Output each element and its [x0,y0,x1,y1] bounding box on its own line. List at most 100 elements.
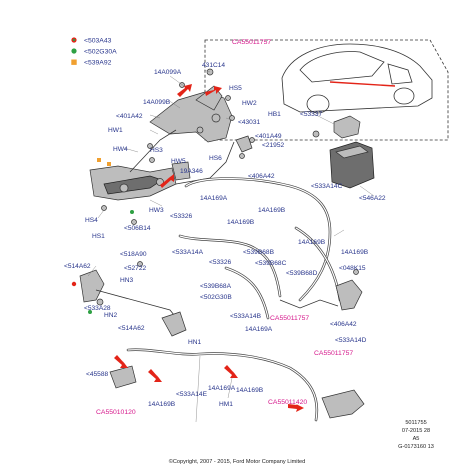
hydraulic-lines [126,177,342,422]
orange-square-icon [107,162,111,166]
label-14a169a-mid[interactable]: 14A169A [245,326,273,333]
label-539b68c[interactable]: <539B68C [255,260,287,267]
label-14a169b-f[interactable]: 14A169B [236,387,264,394]
label-hw3[interactable]: HW3 [149,207,164,214]
label-533a14b[interactable]: <533A14B [230,313,262,320]
red-dot-icon [71,281,77,287]
green-dot-icon [71,48,77,54]
label-533a14e[interactable]: <533A14E [176,391,208,398]
label-14a169b-c[interactable]: 14A169B [298,239,326,246]
bolt [353,269,359,275]
label-401a42[interactable]: <401A42 [116,113,143,120]
cylinder-assembly-left [71,261,187,389]
callout-ca55011757[interactable]: CA55011757 [270,315,309,322]
legend-label: <503A43 [84,38,112,45]
cylinder-45588 [109,365,137,389]
inset-frame [204,39,449,141]
label-533a14c[interactable]: <533A14C [311,183,343,190]
pump-top [335,145,369,159]
label-533a28[interactable]: <533A28 [84,305,111,312]
label-431c14[interactable]: 431C14 [202,62,225,69]
label-53326-mid[interactable]: <53326 [209,259,232,266]
bolt [239,153,245,159]
car-body [281,43,433,113]
label-514a62-bot[interactable]: <514A62 [118,325,145,332]
arrow-icon [288,404,304,412]
label-hn1[interactable]: HN1 [188,339,202,346]
label-14a099b[interactable]: 14A099B [143,99,171,106]
cylinder-assembly-right [321,269,365,419]
label-14a169b-b[interactable]: 14A169B [227,219,255,226]
label-hw4[interactable]: HW4 [113,146,128,153]
label-518a90[interactable]: <518A90 [120,251,147,258]
callout-ca55011420[interactable]: CA55011420 [268,399,307,406]
label-hn3[interactable]: HN3 [120,277,134,284]
green-dot-icon [130,210,134,214]
drawing-code: 5011755 [405,420,426,426]
label-514a62-top[interactable]: <514A62 [64,263,91,270]
bolt [101,205,107,211]
label-hs6[interactable]: HS6 [209,155,222,162]
label-14a099a[interactable]: 14A099A [154,69,182,76]
part-labels: 431C14 14A099A HS5 14A099B HW2 <401A42 H… [64,62,386,408]
label-21952[interactable]: <21952 [262,142,285,149]
car-wheel-front [306,94,330,114]
cylinder-mount [79,269,105,303]
label-53337[interactable]: <53337 [300,111,323,118]
label-14a169b-e[interactable]: 14A169B [148,401,176,408]
legend-item-503a43: <503A43 [71,37,112,45]
linkage-arm [103,175,163,195]
red-arrows [114,84,304,412]
label-14a169b-d[interactable]: 14A169B [341,249,369,256]
orange-square-icon [71,59,77,65]
label-hw1[interactable]: HW1 [108,127,123,134]
label-539b68a[interactable]: <539B68A [200,283,232,290]
label-502g30b[interactable]: <502G30B [200,294,232,301]
legend-label: <539A92 [84,60,112,67]
arrow-icon [177,84,192,97]
bolt [312,130,320,138]
arrow-icon [114,355,128,368]
bolt [149,157,155,163]
hinge-arm [175,141,235,185]
label-45588[interactable]: <45588 [86,371,109,378]
bolt [249,137,255,143]
label-546a22[interactable]: <546A22 [359,195,386,202]
label-52722[interactable]: <52722 [124,265,147,272]
label-hw2[interactable]: HW2 [242,100,257,107]
label-533a14a[interactable]: <533A14A [172,249,204,256]
green-dot-icon [88,310,92,314]
callout-ca55011757[interactable]: CA55011757 [314,350,353,357]
callout-ca55010120[interactable]: CA55010120 [96,409,136,416]
pivot [119,183,129,193]
label-14a169a-top[interactable]: 14A169A [200,195,228,202]
label-14a169b-a[interactable]: 14A169B [258,207,286,214]
label-539b68b[interactable]: <539B68B [243,249,275,256]
callout-ca55011757[interactable]: CA55011757 [232,39,271,46]
label-43031[interactable]: <43031 [238,119,261,126]
label-14a169a-bot[interactable]: 14A169A [208,385,236,392]
arrow-icon [148,369,162,382]
label-hs1[interactable]: HS1 [92,233,105,240]
label-406a42-top[interactable]: <406A42 [248,173,275,180]
footer: 5011755 07-2015 28 A5 G-0173160 13 ©Copy… [169,420,434,465]
label-048k15[interactable]: <048K15 [339,265,366,272]
car-wheel-rear [393,87,415,105]
strut-link [129,129,177,173]
label-hm1[interactable]: HM1 [219,401,233,408]
label-53326-top[interactable]: <53326 [170,213,193,220]
label-539b68d[interactable]: <539B68D [286,270,318,277]
label-19a346[interactable]: 19A346 [180,168,203,175]
label-hn2[interactable]: HN2 [104,312,118,319]
label-hs3[interactable]: HS3 [150,147,163,154]
label-hb1[interactable]: HB1 [268,111,281,118]
label-hs4[interactable]: HS4 [85,217,98,224]
label-hw5[interactable]: HW5 [171,158,186,165]
green-dot-icon [72,38,76,42]
sheet-code: A5 [413,436,420,442]
label-hs5[interactable]: HS5 [229,85,242,92]
label-506b14[interactable]: <506B14 [124,225,151,232]
label-533a14d[interactable]: <533A14D [335,337,367,344]
label-406a42-bot[interactable]: <406A42 [330,321,357,328]
label-401a49[interactable]: <401A49 [255,133,282,140]
